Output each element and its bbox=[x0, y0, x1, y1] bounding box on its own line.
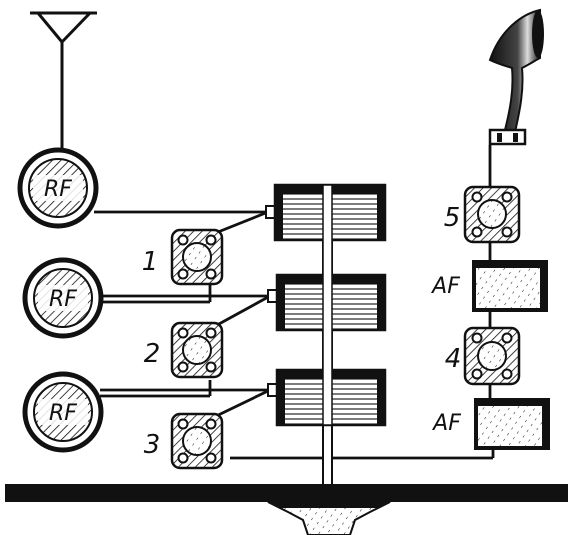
socket-number-2: 2 bbox=[144, 339, 161, 369]
dial-knob-icon bbox=[267, 501, 391, 535]
tube-socket-5 bbox=[463, 185, 521, 244]
rf-label-2: RF bbox=[49, 287, 77, 312]
rf-transformer-2: RF bbox=[22, 257, 104, 339]
base-panel bbox=[5, 484, 568, 502]
tube-socket-1 bbox=[170, 228, 224, 286]
antenna-icon bbox=[30, 11, 97, 150]
socket-number-1: 1 bbox=[142, 247, 159, 277]
loudspeaker-horn-icon bbox=[488, 8, 544, 146]
af-label-2: AF bbox=[431, 411, 461, 436]
socket-number-3: 3 bbox=[144, 430, 161, 460]
rf-transformer-3: RF bbox=[22, 371, 104, 453]
tube-socket-2 bbox=[170, 321, 224, 379]
af-label-1: AF bbox=[430, 274, 460, 299]
tube-socket-4 bbox=[463, 326, 521, 386]
rf-label-3: RF bbox=[49, 401, 77, 426]
tube-socket-3 bbox=[170, 412, 224, 470]
rf-transformer-1: RF bbox=[17, 147, 99, 229]
rf-label-1: RF bbox=[44, 177, 72, 202]
socket-number-4: 4 bbox=[445, 344, 462, 374]
af-transformer-1 bbox=[472, 260, 548, 312]
af-transformer-2 bbox=[474, 398, 550, 450]
socket-number-5: 5 bbox=[444, 203, 461, 233]
